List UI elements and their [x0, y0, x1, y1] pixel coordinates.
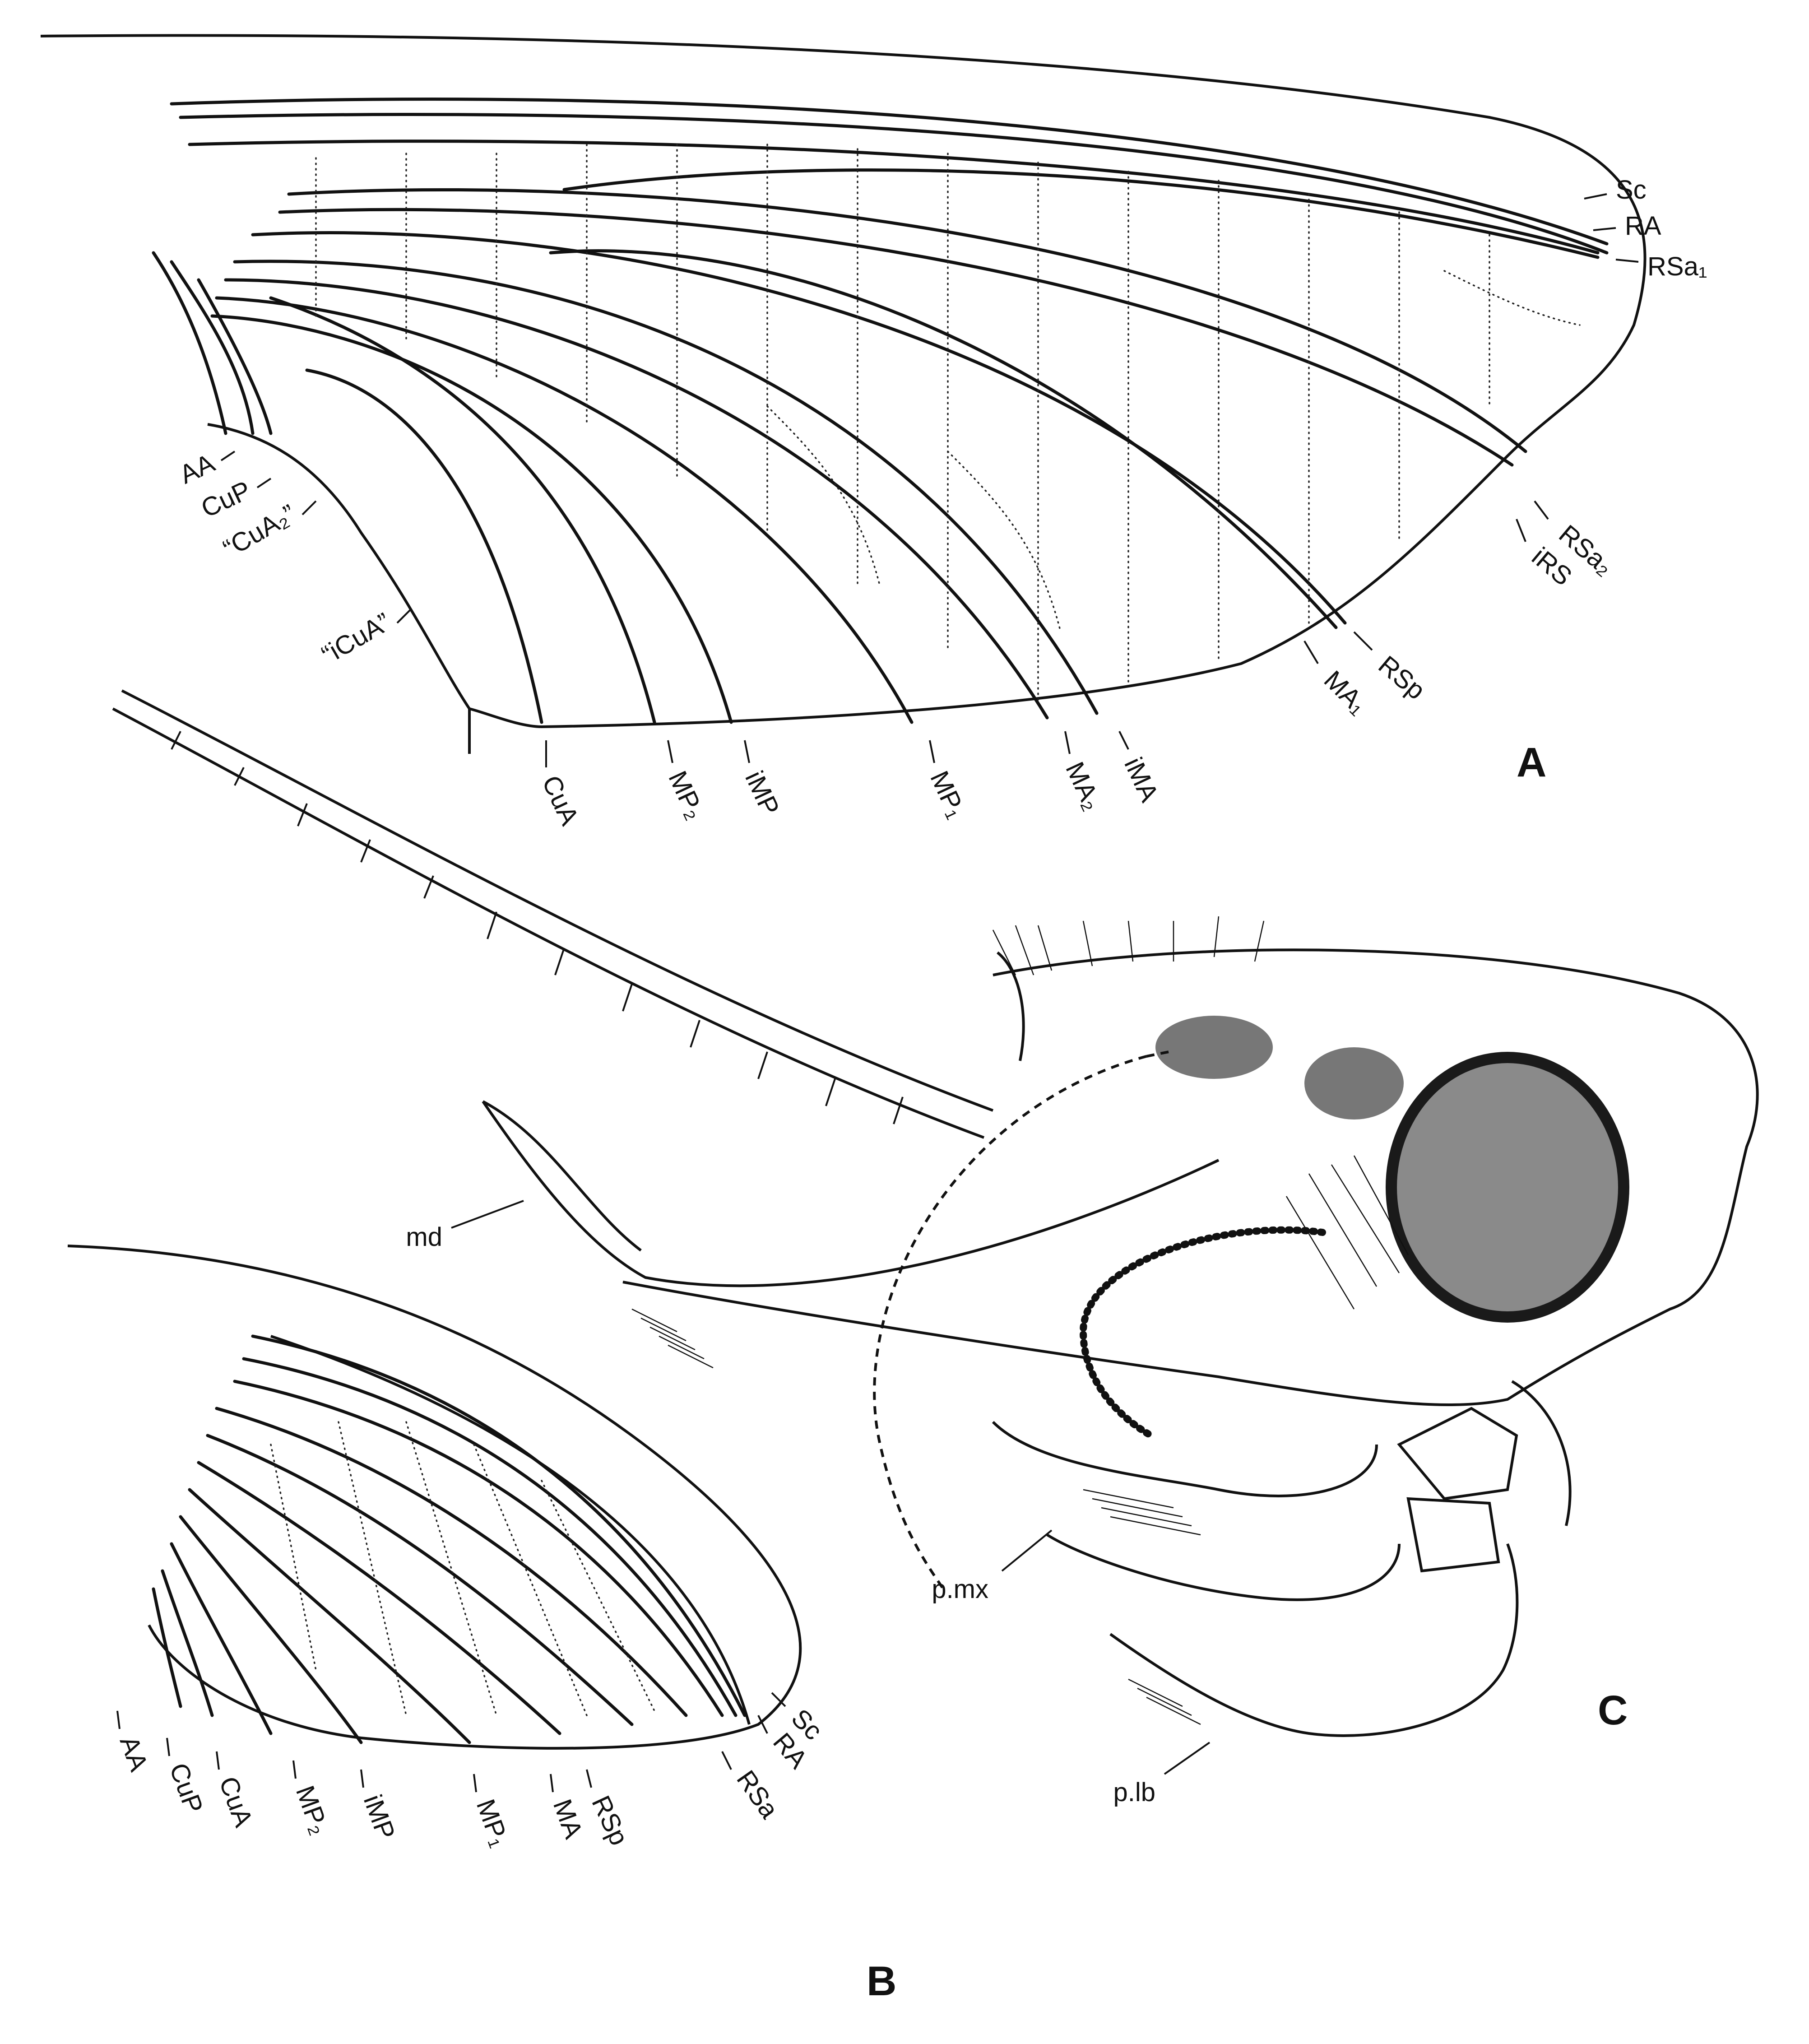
label-ma1: MA₁: [1318, 665, 1373, 720]
label-b-mp2: MP₂: [290, 1782, 335, 1838]
label-ma2: MA₂: [1060, 757, 1107, 815]
label-rsa1: RSa₁: [1647, 252, 1707, 281]
label-b-cup: CuP: [164, 1759, 209, 1817]
label-b-imp: iMP: [358, 1791, 401, 1843]
panel-letter-b: B: [867, 1958, 896, 2004]
label-mp1: MP₁: [924, 766, 971, 822]
panel-letter-a: A: [1517, 739, 1546, 785]
label-sc: Sc: [1616, 175, 1647, 204]
label-aa: AA: [175, 448, 219, 490]
label-b-rsa: RSa: [731, 1765, 784, 1824]
label-rsp: RSp: [1373, 650, 1431, 705]
label-imp: iMP: [739, 766, 785, 820]
label-b-ma: MA: [547, 1795, 589, 1842]
label-cup: CuP: [197, 475, 255, 524]
label-cua: CuA: [536, 771, 584, 830]
label-plb: p.lb: [1113, 1778, 1155, 1807]
head-drawing: [112, 689, 1759, 1737]
head-leader-lines: [451, 1200, 1211, 1775]
label-ra: RA: [1625, 211, 1661, 241]
panel-letter-c: C: [1598, 1687, 1628, 1733]
label-pmx: p.mx: [932, 1575, 988, 1604]
head-labels: md p.mx p.lb C: [406, 1222, 1628, 1807]
hindwing-leader-lines: [116, 1692, 786, 1793]
label-b-cua: CuA: [213, 1773, 259, 1831]
label-icua: “iCuA”: [317, 607, 396, 669]
forewing-labels: Sc RA RSa₁ RSa₂ iRS RSp MA₁ iMA MA₂ MP₁ …: [175, 175, 1707, 830]
forewing-leader-lines: [220, 193, 1639, 767]
label-md: md: [406, 1222, 442, 1252]
label-b-mp1: MP₁: [471, 1795, 515, 1850]
hindwing-drawing: [67, 1245, 802, 1750]
label-ima: iMA: [1118, 753, 1164, 806]
label-mp2: MP₂: [663, 766, 710, 824]
label-b-aa: AA: [114, 1732, 154, 1775]
label-b-rsp: RSp: [586, 1791, 634, 1850]
forewing-drawing: [40, 34, 1647, 754]
